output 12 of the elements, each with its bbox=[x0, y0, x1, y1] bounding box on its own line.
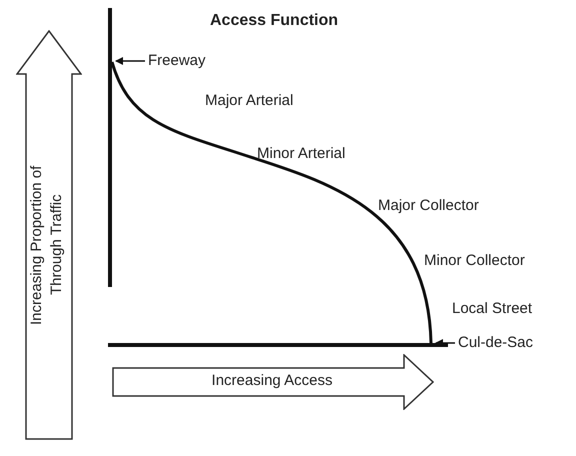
curve-label: Cul-de-Sac bbox=[458, 334, 534, 351]
axis-label: Increasing Access bbox=[210, 372, 334, 389]
class-label: Minor Collector bbox=[424, 252, 525, 269]
curve-label: Freeway bbox=[148, 52, 206, 69]
leader-arrow bbox=[435, 339, 455, 347]
class-label: Local Street bbox=[452, 300, 532, 317]
class-label: Minor Arterial bbox=[257, 145, 346, 162]
leader-arrow bbox=[115, 57, 145, 65]
axis-label: Increasing Proportion of Through Traffic bbox=[27, 164, 66, 327]
class-label: Major Collector bbox=[378, 197, 479, 214]
diagram-title: Access Function bbox=[210, 12, 338, 30]
class-label: Major Arterial bbox=[205, 92, 294, 109]
